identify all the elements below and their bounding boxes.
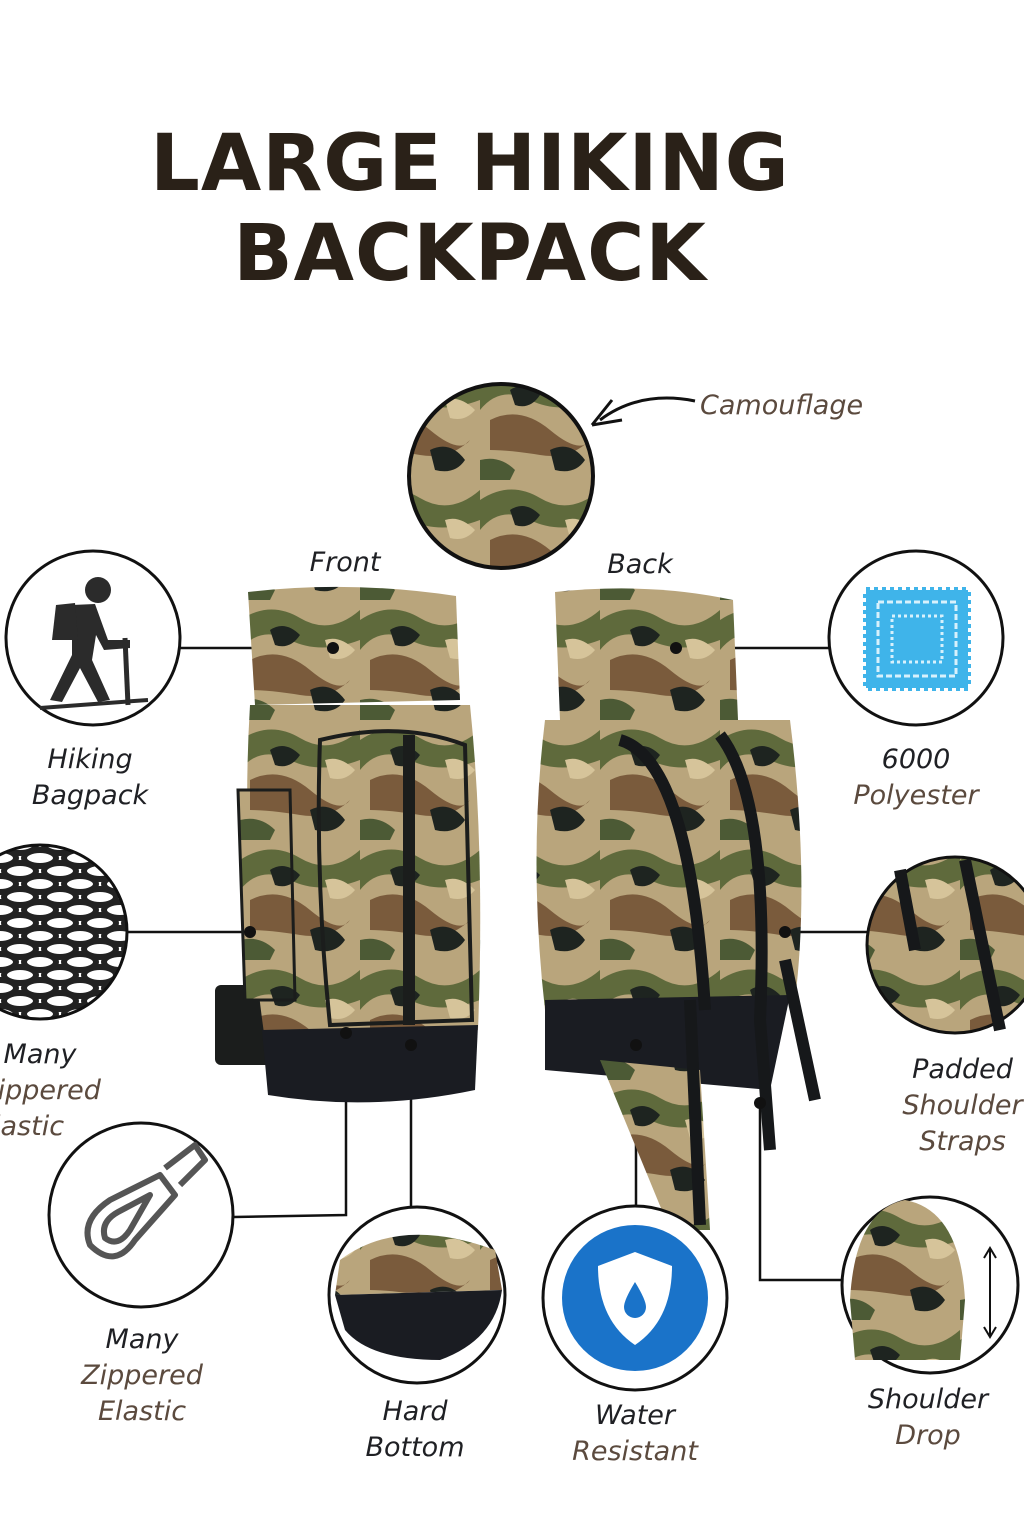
polyester-line1: 6000 — [881, 744, 951, 775]
front-text: Front — [309, 547, 381, 578]
label-back: Back — [595, 547, 685, 583]
hard-bottom-line1: Hard — [382, 1396, 448, 1427]
title-line-2: BACKPACK — [233, 209, 707, 299]
camouflage-text: Camouflage — [700, 390, 864, 421]
shoulder-drop-line2: Drop — [895, 1420, 961, 1451]
label-camouflage: Camouflage — [700, 388, 863, 424]
label-polyester: 6000 Polyester — [836, 742, 996, 814]
shoulder-strap-icon — [865, 855, 1024, 1035]
fabric-swatch-icon — [827, 549, 1005, 727]
water-line2: Resistant — [572, 1436, 698, 1467]
label-padded: Padded Shoulder Straps — [880, 1052, 1024, 1160]
mesh-line1: Many — [3, 1039, 77, 1070]
hiking-line2: Bagpack — [31, 780, 149, 811]
padded-line1: Padded — [912, 1054, 1013, 1085]
zippered-line2: Zippered — [81, 1360, 203, 1391]
label-mesh: Many Zippered Elastic — [0, 1037, 140, 1145]
water-shield-icon — [541, 1204, 729, 1392]
title-line-1: LARGE HIKING — [150, 119, 790, 209]
front-backpack-image — [215, 586, 481, 1103]
label-shoulder-drop: Shoulder Drop — [848, 1382, 1008, 1454]
label-water: Water Resistant — [555, 1398, 715, 1470]
shoulder-drop-icon — [840, 1195, 1020, 1375]
polyester-line2: Polyester — [853, 780, 979, 811]
shoulder-drop-line1: Shoulder — [867, 1384, 989, 1415]
hiker-icon — [4, 549, 182, 727]
zippered-line1: Many — [105, 1324, 179, 1355]
mesh-icon — [0, 843, 129, 1021]
label-zippered: Many Zippered Elastic — [62, 1322, 222, 1430]
water-line1: Water — [594, 1400, 676, 1431]
back-backpack-image — [536, 588, 821, 1230]
mesh-line3: Elastic — [0, 1111, 65, 1142]
padded-line3: Straps — [919, 1126, 1006, 1157]
mesh-line2: Zippered — [0, 1075, 101, 1106]
label-front: Front — [300, 545, 390, 581]
bottom-closeup-icon — [327, 1205, 507, 1385]
padded-line2: Shoulder — [902, 1090, 1023, 1121]
hiking-line1: Hiking — [47, 744, 133, 775]
zipper-pull-icon — [47, 1121, 235, 1309]
back-text: Back — [607, 549, 673, 580]
label-hiking: Hiking Bagpack — [10, 742, 170, 814]
label-hard-bottom: Hard Bottom — [335, 1394, 495, 1466]
camouflage-fabric-icon — [407, 382, 595, 570]
hard-bottom-line2: Bottom — [365, 1432, 465, 1463]
zippered-line3: Elastic — [97, 1396, 187, 1427]
